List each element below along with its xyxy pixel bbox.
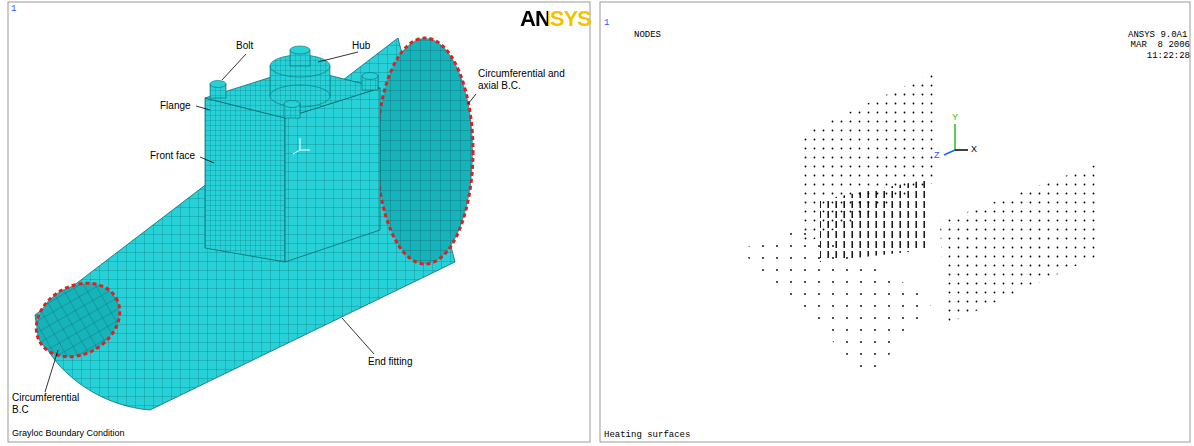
axis-label: Z	[934, 150, 940, 161]
part-label: Bolt	[236, 40, 253, 52]
leader-line	[222, 54, 246, 80]
bc-label: Circumferential B.C	[12, 392, 92, 416]
left-panel	[8, 2, 590, 442]
leader-line	[342, 318, 374, 354]
plot-caption: Heating surfaces	[604, 430, 690, 441]
leader-line	[196, 106, 210, 110]
z-axis	[944, 150, 955, 155]
part-label: Hub	[352, 40, 370, 52]
axis-label: X	[971, 144, 977, 155]
front-face	[205, 98, 285, 262]
x-axis	[955, 149, 968, 151]
leader-lines	[45, 52, 476, 392]
logo: ANSYS	[520, 6, 591, 32]
bolt-top	[210, 81, 226, 88]
y-axis	[954, 124, 956, 150]
bolts	[210, 73, 378, 119]
plot-title: NODES	[634, 30, 661, 41]
bolt-top	[362, 73, 378, 80]
right-pipe-end	[377, 38, 473, 264]
plot-number: 1	[604, 18, 609, 29]
model-triad	[293, 138, 310, 154]
time-text: 11:22:28	[1147, 51, 1190, 62]
plot-number: 1	[11, 4, 16, 15]
leader-line	[45, 350, 58, 392]
version-text: ANSYS 9.0A1	[1128, 30, 1187, 41]
bc-label: Circumferential and axial B.C.	[478, 68, 578, 92]
hub-cap	[290, 46, 310, 54]
bolt-top	[284, 101, 300, 108]
leader-line	[468, 94, 476, 104]
hub-base	[270, 85, 330, 107]
plot-caption: Grayloc Boundary Condition	[12, 428, 125, 439]
node-columns	[820, 180, 925, 262]
left-pipe-end	[23, 269, 133, 372]
date-text: MAR 8 2006	[1131, 40, 1190, 51]
right-panel	[600, 2, 1190, 442]
part-label: Front face	[150, 150, 195, 162]
axis-label: Y	[952, 112, 958, 123]
node-plane	[940, 165, 1100, 325]
part-label: Flange	[160, 100, 191, 112]
part-label: End fitting	[368, 356, 412, 368]
leader-line	[318, 52, 358, 62]
leader-line	[200, 157, 214, 163]
side-face	[285, 88, 380, 262]
